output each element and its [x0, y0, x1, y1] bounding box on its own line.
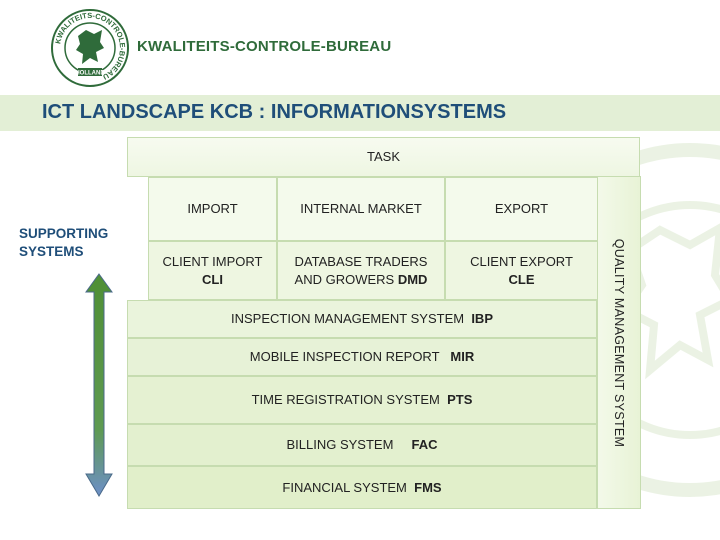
task-label: TASK: [367, 149, 400, 164]
layer-name: MOBILE INSPECTION REPORT: [249, 349, 440, 364]
quality-management-system-bar: [597, 176, 641, 509]
supporting-label-line2: SYSTEMS: [19, 244, 84, 259]
column-label: EXPORT: [494, 201, 549, 216]
column-label: INTERNAL MARKET: [300, 201, 422, 216]
layer-name: TIME REGISTRATION SYSTEM: [251, 392, 440, 407]
layer-inspection-management: INSPECTION MANAGEMENT SYSTEM IBP: [127, 300, 597, 338]
layer-code: PTS: [447, 392, 473, 407]
system-name: CLIENT EXPORT: [470, 253, 573, 269]
kcb-seal-logo: KWALITEITS-CONTROLE-BUREAU HOLLAND: [51, 9, 129, 87]
column-label: IMPORT: [187, 201, 238, 216]
system-database-traders: DATABASE TRADERS AND GROWERS DMD: [277, 241, 445, 300]
column-header-import: IMPORT: [148, 177, 277, 241]
layer-time-registration: TIME REGISTRATION SYSTEM PTS: [127, 376, 597, 424]
layer-billing-system: BILLING SYSTEM FAC: [127, 424, 597, 466]
system-name: DATABASE TRADERS AND GROWERS: [294, 253, 428, 287]
brand-name: KWALITEITS-CONTROLE-BUREAU: [137, 38, 392, 55]
supporting-systems-label: SUPPORTING SYSTEMS: [19, 225, 129, 261]
layer-name: FINANCIAL SYSTEM: [282, 479, 407, 495]
systems-diagram: TASK IMPORT INTERNAL MARKET EXPORT CLIEN…: [127, 137, 640, 509]
layer-financial-system: FINANCIAL SYSTEM FMS: [127, 466, 597, 509]
system-code: CLI: [202, 271, 223, 287]
qms-label: QUALITY MANAGEMENT SYSTEM: [612, 238, 626, 448]
layer-code: IBP: [471, 311, 493, 326]
layer-name: BILLING SYSTEM: [286, 437, 394, 452]
layer-name: INSPECTION MANAGEMENT SYSTEM: [231, 311, 465, 326]
layer-code: FAC: [411, 437, 438, 452]
column-header-export: EXPORT: [445, 177, 598, 241]
supporting-label-line1: SUPPORTING: [19, 226, 109, 241]
svg-text:HOLLAND: HOLLAND: [75, 71, 105, 77]
task-header: TASK: [127, 137, 640, 177]
system-code: DMD: [397, 271, 428, 287]
layer-code: MIR: [450, 349, 475, 364]
layer-code: FMS: [414, 479, 442, 495]
slide-title: ICT LANDSCAPE KCB : INFORMATIONSYSTEMS: [42, 101, 507, 123]
double-arrow-icon: [85, 273, 113, 497]
layer-mobile-inspection-report: MOBILE INSPECTION REPORT MIR: [127, 338, 597, 376]
system-client-export: CLIENT EXPORT CLE: [445, 241, 598, 300]
system-client-import: CLIENT IMPORT CLI: [148, 241, 277, 300]
system-code: CLE: [508, 271, 535, 287]
system-name: CLIENT IMPORT: [162, 253, 263, 269]
column-header-internal-market: INTERNAL MARKET: [277, 177, 445, 241]
title-band: [0, 95, 720, 131]
